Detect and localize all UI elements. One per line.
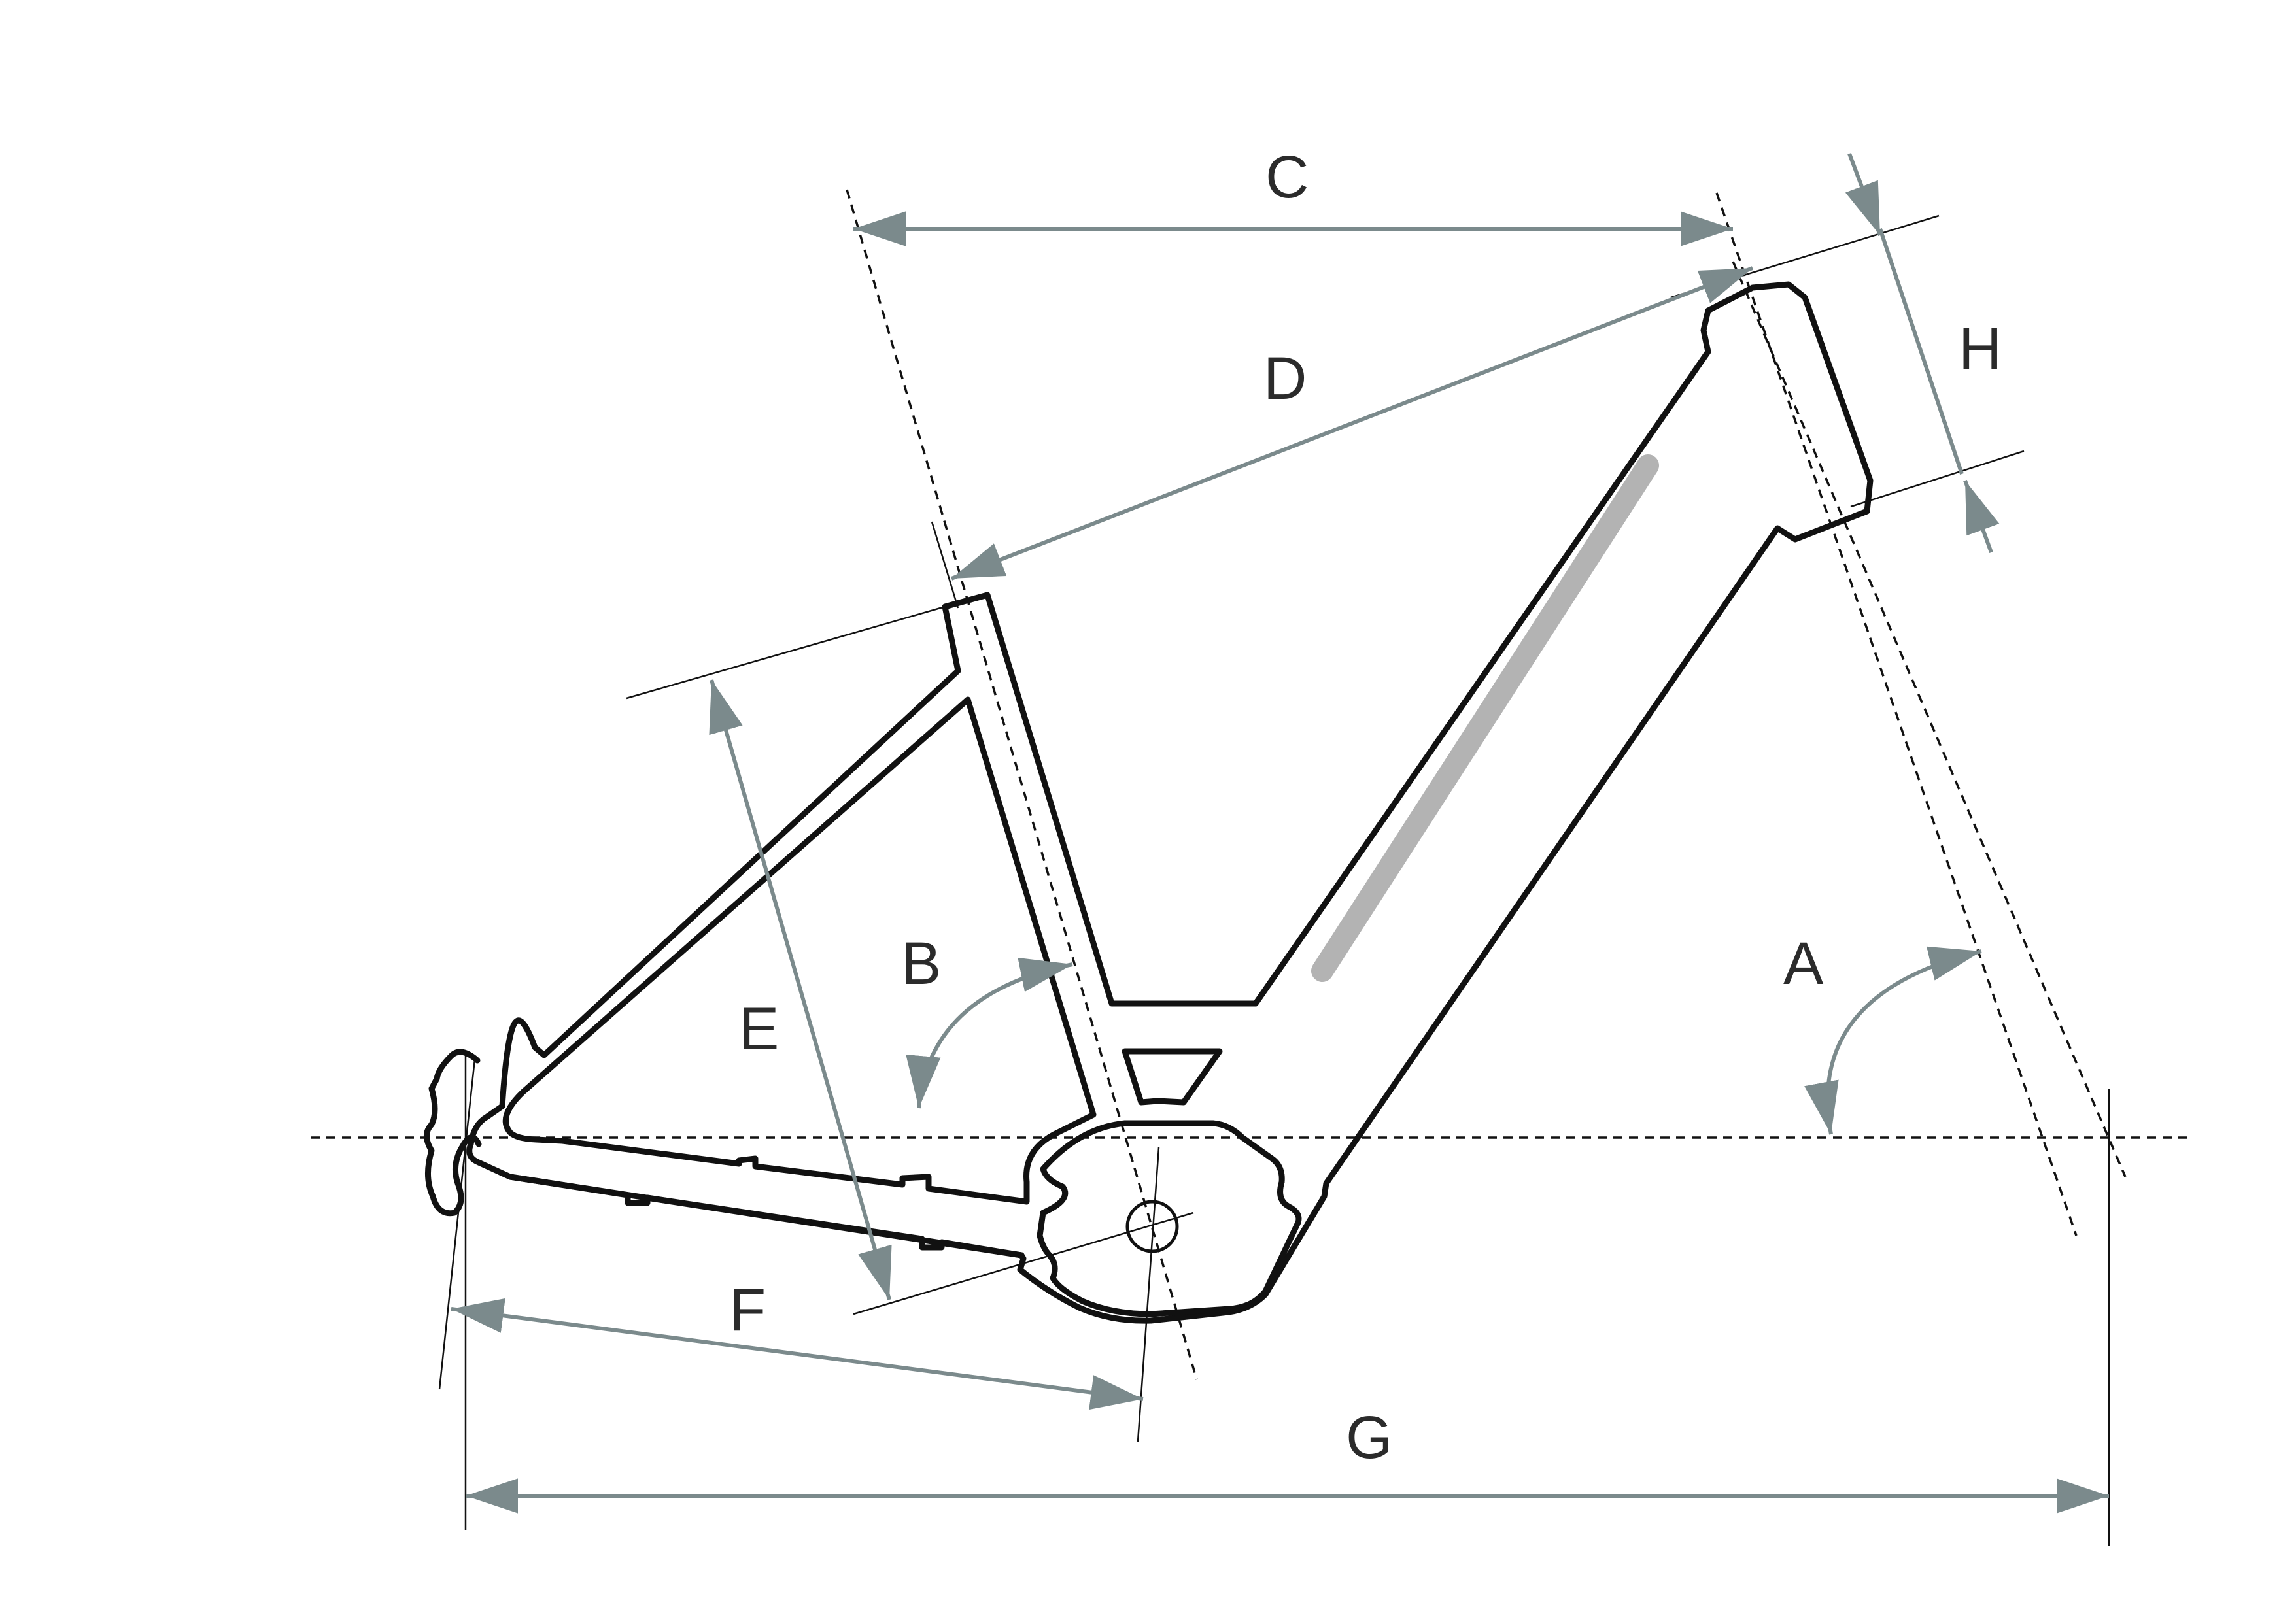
frame-main-outline <box>466 281 1874 1324</box>
head-tube-axis-dashed-line-2 <box>1732 261 2127 1177</box>
motor-top-bracket <box>1122 1048 1223 1106</box>
rear-axle-tilted-line <box>438 1058 476 1390</box>
head-tube-bottom-extension-line <box>1850 450 2025 508</box>
dimension-d-arrow <box>950 266 1754 581</box>
reference-lines <box>311 189 2187 1546</box>
bottom-bracket-shell <box>1037 1120 1302 1317</box>
angle-a-arrow <box>1804 946 1982 1135</box>
angle-b-arrow <box>906 957 1073 1109</box>
battery-shape <box>1311 454 1659 982</box>
bike-frame <box>424 281 1874 1324</box>
dimension-e-arrow <box>709 679 892 1300</box>
label-h: H <box>1959 316 2002 382</box>
dimension-lines <box>451 152 2109 1514</box>
label-b: B <box>901 930 941 997</box>
label-c: C <box>1265 144 1309 211</box>
label-e: E <box>739 996 779 1062</box>
dimension-h-line <box>1878 228 1964 475</box>
dimension-h-bottom-arrow <box>1963 479 2000 554</box>
dimension-labels: C D H B A E F G <box>729 144 2002 1471</box>
frame-inner-triangle <box>502 696 1097 1205</box>
dimension-f-arrow <box>451 1298 1144 1410</box>
head-tube-axis-dashed-line-1 <box>1715 192 2078 1236</box>
dimension-h-top-arrow <box>1845 152 1882 237</box>
seat-tube-top-tick <box>931 521 959 609</box>
seat-tube-axis-dashed-line <box>846 189 1198 1380</box>
label-f: F <box>729 1277 766 1344</box>
label-a: A <box>1783 930 1824 997</box>
label-d: D <box>1263 345 1307 412</box>
label-g: G <box>1346 1404 1393 1471</box>
rear-dropout <box>424 1049 482 1217</box>
bottom-bracket-axle <box>1125 1200 1179 1253</box>
seat-tube-top-extension-line <box>626 605 946 700</box>
